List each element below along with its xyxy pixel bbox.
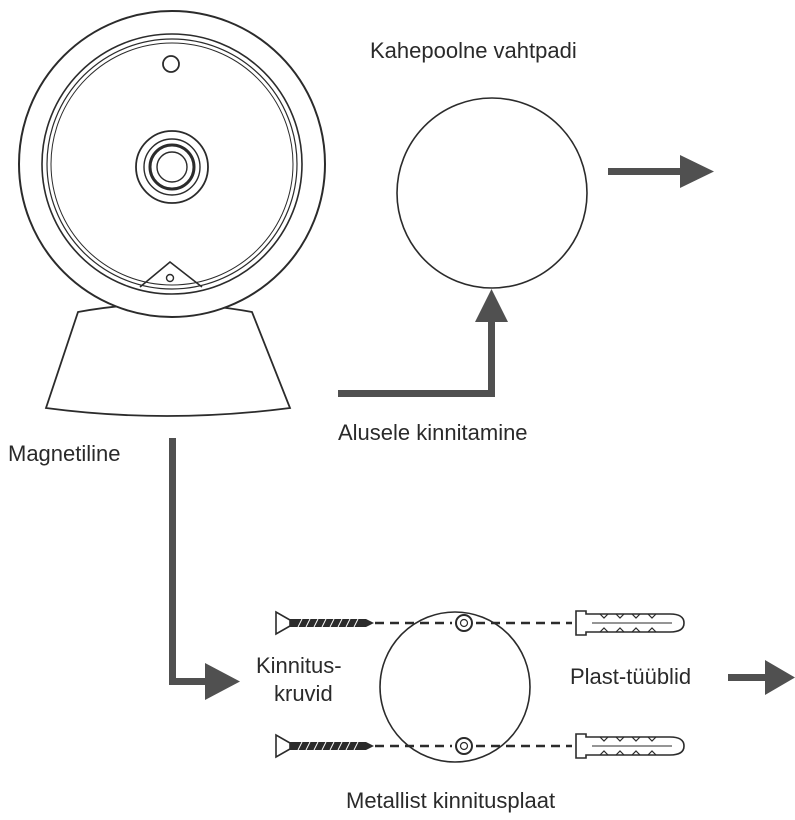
camera-unit (18, 10, 326, 417)
screw-top (275, 610, 374, 636)
camera-sensor-dot (162, 55, 180, 73)
label-screws-line1: Kinnitus- (256, 653, 342, 678)
arrow-right-foam (608, 155, 714, 188)
arrow-up-base-mounting (338, 289, 508, 397)
label-metal-plate: Metallist kinnitusplaat (346, 788, 556, 813)
arrow-magnetic-path (169, 438, 240, 700)
label-foam-pad: Kahepoolne vahtpadi (370, 38, 577, 63)
label-base-mounting: Alusele kinnitamine (338, 420, 528, 445)
camera-outer-ring (18, 10, 326, 318)
label-magnetic: Magnetiline (8, 441, 121, 466)
anchor-top (575, 610, 685, 636)
plate-hole-bottom (455, 737, 473, 755)
screw-bottom (275, 733, 374, 759)
arrow-right-anchors (728, 660, 795, 695)
dashed-guides (375, 621, 572, 748)
label-plastic-anchors: Plast-tüüblid (570, 664, 692, 689)
camera-lens (135, 130, 209, 204)
metal-plate (379, 611, 531, 763)
foam-pad-circle (396, 97, 588, 289)
plate-hole-top (455, 614, 473, 632)
anchor-bottom (575, 733, 685, 759)
camera-base (44, 303, 292, 417)
camera-notch (139, 260, 203, 288)
label-screws-line2: kruvid (274, 681, 333, 706)
